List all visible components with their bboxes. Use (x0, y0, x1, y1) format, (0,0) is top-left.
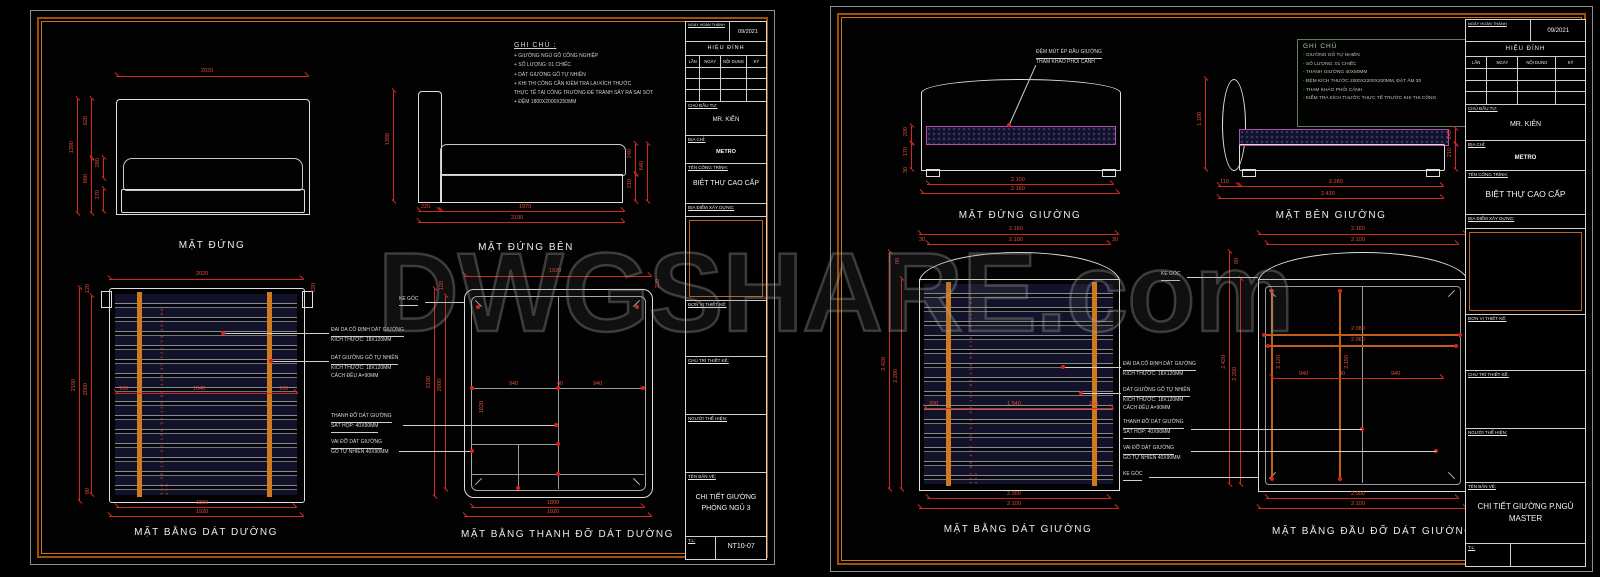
lead-designer-label: CHỦ TRÌ THIẾT KẾ: (688, 358, 729, 363)
bed-mattress (926, 126, 1116, 145)
bed-leg (1102, 169, 1116, 177)
bed-headboard (921, 79, 1121, 171)
bed-leg (926, 169, 940, 177)
callout: DÁT GIƯỜNG GỖ TỰ NHIÊN KÍCH THƯỚC: 18X12… (1123, 387, 1191, 411)
drawing-code: NT10-07 (727, 543, 755, 550)
notes-title: GHI CHÚ (1303, 43, 1338, 50)
plan-outline (109, 288, 305, 503)
notes-title: GHI CHÚ : (514, 42, 557, 49)
notes-left: GHI CHÚ : + GIƯỜNG NGỦ GỖ CÔNG NGHIỆP + … (514, 42, 684, 108)
callout-mattress: ĐỆM MÚT ÉP ĐẦU GIƯỜNG THAM KHẢO PHỐI CẢN… (1036, 49, 1102, 65)
client-label: CHỦ ĐẦU TƯ: (688, 103, 718, 108)
headboard-arc (1258, 252, 1468, 282)
drawing-name: CHI TIẾT GIƯỜNG P.NGỦ MASTER (1477, 502, 1574, 523)
view-title: MẶT BẰNG DÁT DƯỜNG (134, 527, 278, 538)
date-label: NGÀY HOÀN THÀNH (1468, 21, 1507, 26)
address-label: ĐỊA CHỈ: (688, 137, 706, 142)
plan-outline (464, 289, 653, 498)
callout: VAI ĐỠ DÁT GIƯỜNG GỖ TỰ NHIÊN 40X90MM (1123, 445, 1181, 461)
slat-rail (267, 292, 272, 497)
title-block: NGÀY HOÀN THÀNH 09/2021 HIỆU ĐÍNH LẦN NG… (685, 21, 767, 560)
logo-box (689, 220, 763, 297)
bed-headboard (116, 99, 310, 215)
project-name: BIỆT THỰ CAO CẤP (1485, 189, 1566, 199)
plan-ear-left (101, 291, 112, 308)
project-label: TÊN CÔNG TRÌNH: (688, 165, 728, 170)
drawing-label: TÊN BẢN VẼ: (688, 474, 717, 479)
sheet-left: GHI CHÚ : + GIƯỜNG NGỦ GỖ CÔNG NGHIỆP + … (30, 10, 775, 565)
site-label: ĐỊA ĐIỂM XÂY DỰNG: (688, 205, 735, 210)
notes-right: GHI CHÚ - GIƯỜNG GỖ TỰ NHIÊN - SỐ LƯỢNG:… (1297, 39, 1471, 127)
address-value: METRO (716, 149, 736, 155)
bed-mattress-side (440, 144, 626, 176)
callout-ke-goc: KE GÓC (1161, 271, 1181, 281)
revision-table: LẦN NGÀY NỘI DUNG KÝ (1466, 57, 1585, 104)
callout: ĐAI DA CỐ ĐỊNH DÁT GIƯỜNG KÍCH THƯỚC: 18… (331, 327, 404, 343)
slat-rail (1092, 282, 1097, 486)
bed-headboard-curved (1222, 79, 1246, 171)
scale-label: T.L: (688, 538, 696, 543)
view-title: MẶT BẰNG ĐẦU ĐỠ DÁT GIƯỜNG (1272, 526, 1474, 537)
bed-base-side (1239, 144, 1445, 171)
bed-leg (1242, 169, 1256, 177)
drawing-label: TÊN BẢN VẼ: (1468, 484, 1497, 489)
view-title: MẶT BÊN GIƯỜNG (1275, 210, 1387, 221)
callout-ke-goc: KE GÓC (1123, 471, 1143, 481)
headboard-arc (919, 252, 1120, 282)
bed-base-side (440, 174, 623, 203)
view-title: MẶT BẰNG THANH ĐỠ DÁT DƯỜNG (461, 529, 674, 540)
callout: DÁT GIƯỜNG GỖ TỰ NHIÊN KÍCH THƯỚC: 18X12… (331, 355, 399, 379)
scale-label: T.L: (1468, 545, 1476, 550)
drafter-label: NGƯỜI THỂ HIỆN: (688, 416, 728, 421)
view-title: MẶT ĐỨNG BÊN (478, 242, 574, 253)
sheet-right: GHI CHÚ - GIƯỜNG GỖ TỰ NHIÊN - SỐ LƯỢNG:… (830, 6, 1593, 572)
bed-base (121, 189, 305, 213)
revision-title: HIỆU ĐÍNH (707, 45, 745, 51)
callout: THANH ĐỠ DÁT GIƯỜNG SẮT HỘP: 40X90MM (1123, 419, 1184, 439)
callout-ke-goc: KE GÓC (399, 296, 419, 306)
address-label: ĐỊA CHỈ: (1468, 142, 1486, 147)
plan-inner (1265, 286, 1461, 485)
view-title: MẶT ĐỨNG (178, 240, 246, 251)
date-label: NGÀY HOÀN THÀNH (688, 23, 725, 27)
slat-hatch (924, 284, 1113, 484)
lead-designer-label: CHỦ TRÌ THIẾT KẾ: (1468, 372, 1509, 377)
slat-hatch (115, 294, 297, 495)
callout: VAI ĐỠ DÁT GIƯỜNG GỖ TỰ NHIÊN 40X90MM (331, 439, 389, 455)
callout: ĐAI DA CỐ ĐỊNH DÁT GIƯỜNG KÍCH THƯỚC: 18… (1123, 361, 1196, 377)
callout: THANH ĐỠ DÁT GIƯỜNG SẮT HỘP: 40X90MM (331, 413, 392, 433)
plan-ear-right (302, 291, 313, 308)
logo-box (1469, 232, 1582, 311)
bed-mattress-side (1239, 129, 1449, 146)
revision-title: HIỆU ĐÍNH (1505, 46, 1546, 52)
project-label: TÊN CÔNG TRÌNH: (1468, 172, 1508, 177)
slat-rail (137, 292, 142, 497)
design-unit-label: ĐƠN VỊ THIẾT KẾ: (688, 302, 727, 307)
drawing-name: CHI TIẾT GIƯỜNG PHÒNG NGỦ 3 (695, 494, 757, 512)
bed-mattress (123, 158, 303, 191)
client-value: MR. KIÊN (1509, 121, 1542, 128)
design-unit-label: ĐƠN VỊ THIẾT KẾ: (1468, 316, 1507, 321)
plan-outline (919, 279, 1120, 491)
client-label: CHỦ ĐẦU TƯ: (1468, 106, 1498, 111)
project-name: BIỆT THỰ CAO CẤP (692, 180, 759, 187)
title-block: NGÀY HOÀN THÀNH 09/2021 HIỆU ĐÍNH LẦN NG… (1465, 19, 1586, 567)
view-title: MẶT BẰNG DÁT GIƯỜNG (943, 524, 1093, 535)
date-value: 09/2021 (1547, 28, 1570, 34)
address-value: METRO (1514, 155, 1537, 161)
bed-leg (1426, 169, 1440, 177)
revision-table: LẦN NGÀY NỘI DUNG KÝ (686, 56, 766, 101)
client-value: MR. KIÊN (712, 117, 740, 123)
drafter-label: NGƯỜI THỂ HIỆN: (1468, 430, 1508, 435)
site-label: ĐỊA ĐIỂM XÂY DỰNG: (1468, 216, 1515, 221)
view-title: MẶT ĐỨNG GIƯỜNG (958, 210, 1082, 221)
slat-rail (946, 282, 951, 486)
bed-headboard-side (418, 91, 442, 203)
date-value: 09/2021 (738, 29, 758, 35)
